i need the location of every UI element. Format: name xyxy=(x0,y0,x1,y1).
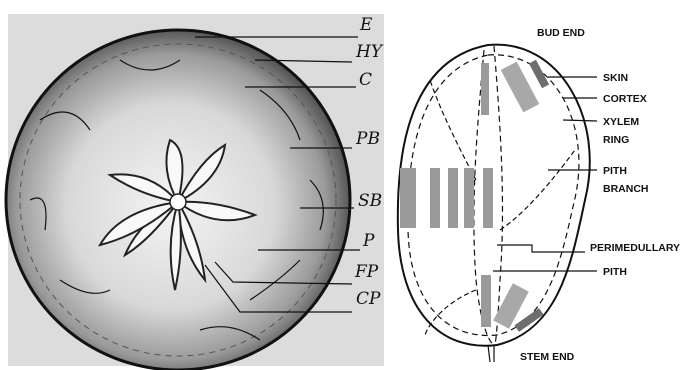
label-FP: FP xyxy=(354,262,379,282)
label-P: P xyxy=(362,231,375,251)
label-xylem: XYLEM xyxy=(603,116,639,128)
label-perimedullary: PERIMEDULLARY xyxy=(590,242,680,254)
apple-cross-section-photo xyxy=(6,14,384,370)
sample-cortex-3 xyxy=(464,168,474,228)
label-HY: HY xyxy=(355,42,384,62)
label-branch: BRANCH xyxy=(603,183,649,195)
sample-pith-bottom xyxy=(481,275,491,327)
sample-pith-top xyxy=(481,63,489,115)
sample-cortex-2 xyxy=(448,168,458,228)
label-CP: CP xyxy=(356,289,381,309)
sample-cortex-1 xyxy=(430,168,440,228)
label-skin: SKIN xyxy=(603,72,628,84)
label-SB: SB xyxy=(358,191,382,211)
label-stem-end: STEM END xyxy=(520,351,575,363)
label-pith-lower: PITH xyxy=(603,266,627,278)
stem xyxy=(488,345,494,362)
label-C: C xyxy=(359,70,372,90)
sample-pith-mid xyxy=(483,168,493,228)
label-ring: RING xyxy=(603,134,629,146)
label-bud-end: BUD END xyxy=(537,27,585,39)
label-pith: PITH xyxy=(603,165,627,177)
label-E: E xyxy=(359,15,373,35)
longitudinal-diagram xyxy=(398,45,590,362)
label-cortex: CORTEX xyxy=(603,93,647,105)
label-PB: PB xyxy=(355,129,380,149)
sample-skin-mid xyxy=(400,168,416,228)
core-center xyxy=(170,194,186,210)
